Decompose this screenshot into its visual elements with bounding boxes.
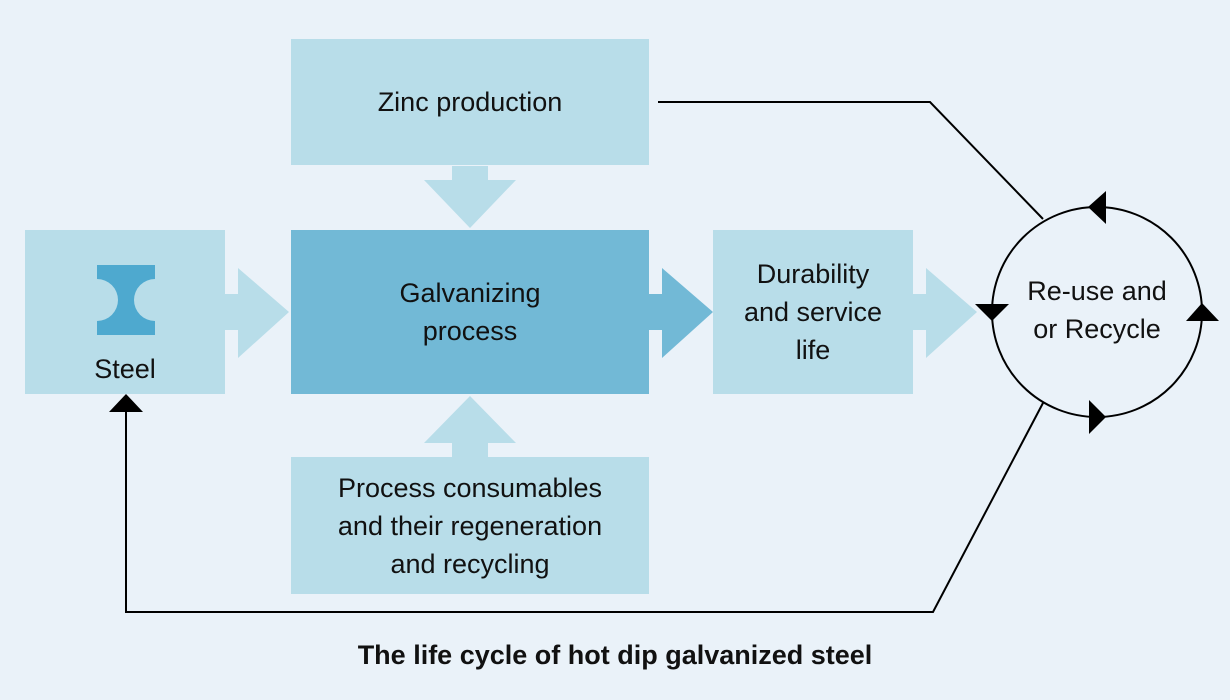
arrowhead-steel xyxy=(109,394,143,412)
arrow-durability-to-recycle xyxy=(913,268,977,358)
cycle-arrowhead-bottom xyxy=(1089,400,1106,434)
diagram-caption: The life cycle of hot dip galvanized ste… xyxy=(357,640,873,670)
galvanizing-process-label: Galvanizing process xyxy=(399,278,541,346)
arrow-consumables-to-galvanizing xyxy=(424,396,516,457)
arrow-steel-to-galvanizing xyxy=(225,268,289,358)
cycle-arrowhead-left xyxy=(975,304,1009,321)
durability-label: Durability and service life xyxy=(743,259,883,365)
galvanizing-process-box: Galvanizing process xyxy=(291,230,649,394)
reuse-recycle-label: Re-use and or Recycle xyxy=(1027,276,1167,344)
process-consumables-box: Process consumables and their regenerati… xyxy=(291,457,649,594)
zinc-production-label: Zinc production xyxy=(377,87,563,117)
cycle-arrowhead-right xyxy=(1186,303,1219,321)
cycle-arrowhead-top xyxy=(1088,191,1106,224)
durability-box: Durability and service life xyxy=(713,230,913,394)
line-zinc-to-recycle xyxy=(658,101,1044,220)
arrow-galvanizing-to-durability xyxy=(649,268,713,358)
steel-label: Steel xyxy=(94,354,156,384)
process-consumables-label: Process consumables and their regenerati… xyxy=(337,472,603,579)
line-recycle-to-steel xyxy=(125,402,1044,613)
steel-box: Steel xyxy=(25,230,225,394)
arrow-zinc-to-galvanizing xyxy=(424,166,516,228)
i-beam-icon xyxy=(97,265,155,335)
zinc-production-box: Zinc production xyxy=(291,39,649,165)
